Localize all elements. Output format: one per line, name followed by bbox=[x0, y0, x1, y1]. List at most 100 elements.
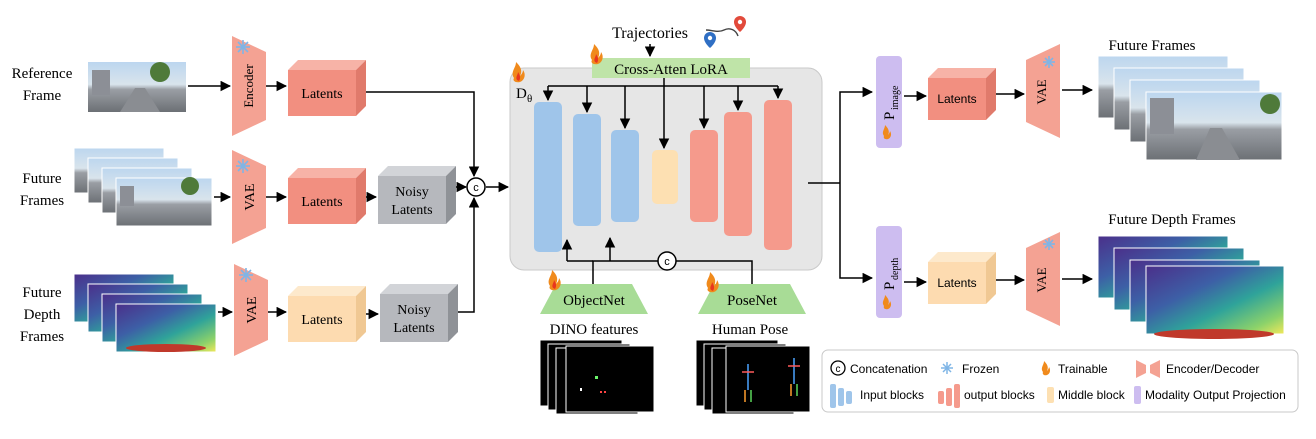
future-depth-frames-label-3: Frames bbox=[20, 329, 64, 345]
vae-encoder-depth: VAE bbox=[234, 264, 268, 356]
legend-box bbox=[821, 349, 1299, 413]
svg-text:Trainable: Trainable bbox=[1058, 362, 1108, 376]
snowflake-icon bbox=[1043, 56, 1055, 68]
svg-text:Cross-Atten LoRA: Cross-Atten LoRA bbox=[614, 62, 728, 78]
future-frames-label-2: Frames bbox=[20, 193, 64, 209]
future-frames-label-1: Future bbox=[22, 171, 62, 187]
future-depth-frames-image-stack bbox=[73, 273, 217, 353]
reference-frame-label-2: Frame bbox=[23, 88, 62, 104]
vae-decoder-image: VAE bbox=[1026, 44, 1060, 138]
reference-frame-label-1: Reference bbox=[12, 66, 73, 82]
snowflake-icon bbox=[239, 268, 253, 282]
output-branch-lines bbox=[808, 86, 874, 284]
svg-text:Latents: Latents bbox=[391, 203, 432, 218]
map-pin-icon bbox=[704, 16, 746, 48]
snowflake-icon bbox=[1043, 238, 1055, 250]
input-block-1 bbox=[534, 102, 562, 252]
output-block-3 bbox=[764, 100, 792, 250]
svg-text:depth: depth bbox=[890, 258, 901, 280]
objectnet-box: ObjectNet bbox=[540, 284, 648, 314]
human-pose-label: Human Pose bbox=[712, 322, 789, 338]
svg-text:D: D bbox=[516, 86, 527, 102]
svg-text:VAE: VAE bbox=[1034, 267, 1049, 292]
projection-image-box: P image bbox=[876, 56, 902, 148]
svg-text:image: image bbox=[890, 85, 901, 110]
future-depth-frames-label-2: Depth bbox=[24, 307, 61, 323]
condition-lines bbox=[561, 236, 753, 284]
legend-middle-block: Middle block bbox=[1047, 387, 1126, 403]
latents-cube-image-out: Latents bbox=[928, 68, 996, 120]
encoder-trapezoid: Encoder bbox=[232, 36, 266, 136]
legend-concatenation: c Concatenation bbox=[830, 360, 927, 376]
svg-text:PoseNet: PoseNet bbox=[727, 293, 778, 309]
svg-text:VAE: VAE bbox=[1034, 79, 1049, 104]
legend-input-blocks: Input blocks bbox=[830, 384, 924, 408]
legend-output-blocks: output blocks bbox=[938, 384, 1035, 408]
posenet-box: PoseNet bbox=[698, 284, 806, 314]
future-depth-frames-output-label: Future Depth Frames bbox=[1108, 212, 1236, 228]
output-block-2 bbox=[724, 112, 752, 236]
fire-icon bbox=[882, 295, 892, 310]
input-block-2 bbox=[573, 114, 601, 226]
svg-text:output blocks: output blocks bbox=[964, 388, 1035, 402]
legend-frozen: Frozen bbox=[941, 362, 999, 376]
svg-text:P: P bbox=[882, 112, 898, 120]
legend-trainable: Trainable bbox=[1041, 361, 1108, 376]
fire-icon bbox=[590, 44, 603, 65]
snowflake-icon bbox=[236, 159, 250, 173]
noisy-latents-cube-frames: Noisy Latents bbox=[378, 166, 456, 224]
snowflake-icon bbox=[941, 362, 953, 374]
concat-circle-bottom: c bbox=[657, 251, 677, 271]
svg-text:Latents: Latents bbox=[301, 87, 342, 102]
right-arrows bbox=[904, 84, 1094, 288]
trajectories-label: Trajectories bbox=[612, 25, 688, 42]
svg-text:VAE: VAE bbox=[245, 297, 260, 324]
future-frames-image-stack bbox=[73, 147, 213, 227]
svg-text:Latents: Latents bbox=[393, 321, 434, 336]
noisy-latents-cube-depth: Noisy Latents bbox=[380, 284, 458, 342]
svg-text:Latents: Latents bbox=[937, 276, 976, 290]
svg-text:c: c bbox=[836, 364, 841, 375]
output-block-1 bbox=[690, 130, 718, 222]
svg-text:Middle block: Middle block bbox=[1058, 388, 1126, 402]
future-depth-frames-output-stack bbox=[1097, 235, 1285, 339]
svg-text:θ: θ bbox=[527, 93, 532, 105]
cross-atten-lora-box: Cross-Atten LoRA bbox=[592, 58, 750, 78]
lora-distribution-lines bbox=[542, 78, 784, 150]
svg-text:Encoder: Encoder bbox=[241, 64, 256, 108]
svg-text:P: P bbox=[882, 282, 898, 290]
concat-circle-left: c bbox=[466, 177, 486, 197]
future-frames-output-label: Future Frames bbox=[1108, 38, 1195, 54]
svg-text:VAE: VAE bbox=[243, 184, 258, 211]
middle-block bbox=[652, 150, 678, 204]
projection-depth-box: P depth bbox=[876, 226, 902, 318]
fire-icon bbox=[706, 272, 719, 293]
fire-icon bbox=[882, 125, 892, 140]
latents-cube-frames: Latents bbox=[288, 168, 366, 224]
fire-icon bbox=[1041, 361, 1051, 376]
future-frames-output-stack bbox=[1097, 55, 1283, 161]
svg-text:Input blocks: Input blocks bbox=[860, 388, 924, 402]
svg-text:c: c bbox=[664, 256, 670, 268]
svg-text:Encoder/Decoder: Encoder/Decoder bbox=[1166, 362, 1259, 376]
svg-text:c: c bbox=[473, 182, 479, 194]
dino-feature-maps bbox=[539, 339, 655, 415]
fire-icon bbox=[548, 270, 561, 291]
reference-frame-image bbox=[88, 62, 186, 112]
svg-text:Noisy: Noisy bbox=[395, 185, 428, 200]
latents-cube-depth: Latents bbox=[288, 286, 366, 342]
svg-text:Latents: Latents bbox=[301, 195, 342, 210]
latents-cube-depth-out: Latents bbox=[928, 252, 996, 304]
svg-text:Latents: Latents bbox=[937, 92, 976, 106]
left-arrows bbox=[188, 80, 510, 320]
svg-text:Modality Output Projection: Modality Output Projection bbox=[1145, 388, 1286, 402]
human-pose-maps bbox=[695, 339, 811, 415]
svg-text:Latents: Latents bbox=[301, 313, 342, 328]
legend-modality-projection: Modality Output Projection bbox=[1134, 386, 1286, 404]
svg-text:Noisy: Noisy bbox=[397, 303, 430, 318]
svg-text:ObjectNet: ObjectNet bbox=[563, 293, 625, 309]
snowflake-icon bbox=[236, 40, 250, 54]
vae-decoder-depth: VAE bbox=[1026, 232, 1060, 326]
future-depth-frames-label-1: Future bbox=[22, 285, 62, 301]
svg-text:Concatenation: Concatenation bbox=[850, 362, 927, 376]
